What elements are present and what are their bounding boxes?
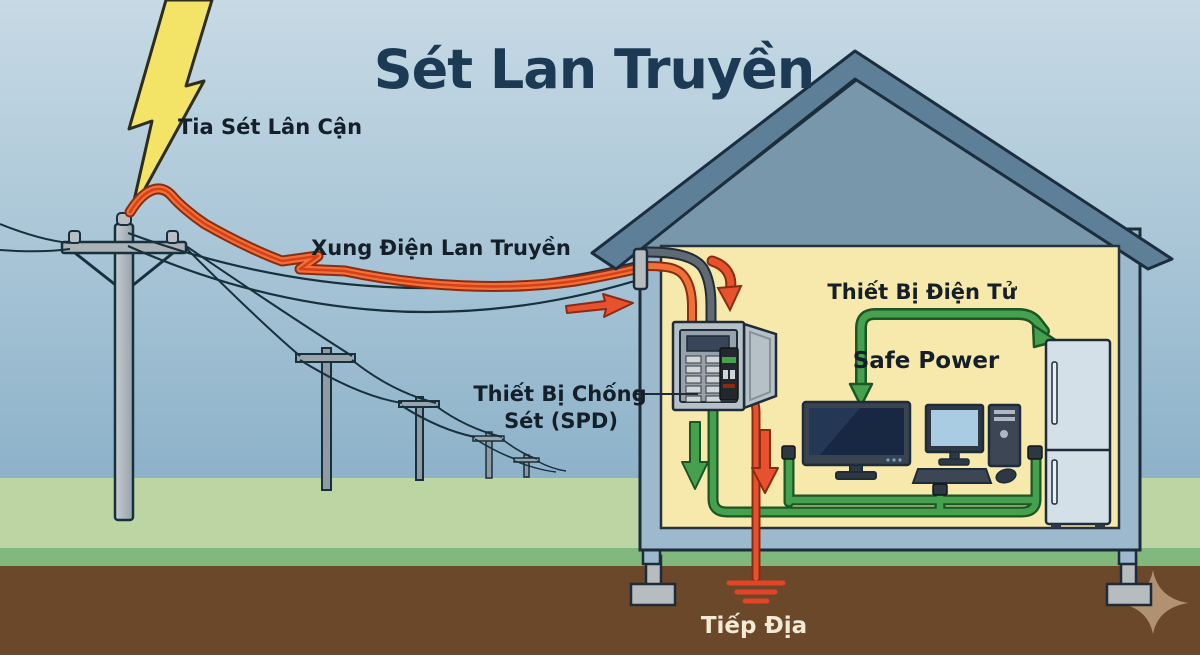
pc-tower-icon [987,403,1022,468]
surge-wave-icon [124,183,646,292]
desktop-computer-icon [911,403,1022,496]
utility-pole [485,431,493,479]
service-entrance-wires [641,246,717,330]
grass-dark-band [0,548,1200,566]
label-spd-line1: Thiết Bị Chống [473,382,646,406]
utility-pole-main [0,212,188,522]
utility-pole [415,396,424,481]
entry-bracket [632,247,649,291]
keyboard-plug [932,483,948,496]
sparkle-watermark-icon [1118,570,1188,634]
surge-into-panel-arrow-icon [706,255,743,313]
label-nearby-strike: Tia Sét Lân Cận [178,115,362,139]
label-electronics: Thiết Bị Điện Tử [827,280,1017,304]
tv-icon [781,400,912,480]
mouse-icon [995,468,1017,484]
label-spd-line2: Sét (SPD) [504,409,618,433]
surge-direction-arrow-icon [565,293,634,318]
soil [0,566,1200,655]
surge-down-arrow-icon [751,429,779,494]
tv-plug [781,445,796,460]
roof [590,49,1174,271]
breaker-panel-icon [671,320,778,412]
label-safe-power: Safe Power [853,348,1000,374]
label-grounding: Tiếp Địa [701,612,807,639]
page-title: Sét Lan Truyền [374,38,814,101]
refrigerator-icon [1027,338,1112,528]
utility-pole [321,347,332,491]
label-surge-wave: Xung Điện Lan Truyền [311,236,571,260]
lightning-bolt-icon [127,0,214,216]
keyboard-icon [911,468,993,484]
panel-display [686,335,730,352]
power-line-poles-distant [185,245,567,491]
safe-power-cable [707,402,1042,518]
ground-symbol-icon [726,580,786,604]
breaker-switches [685,355,722,403]
fridge-plug [1027,445,1043,460]
spd-module-icon [719,347,739,401]
safe-down-arrow-icon [681,421,709,490]
